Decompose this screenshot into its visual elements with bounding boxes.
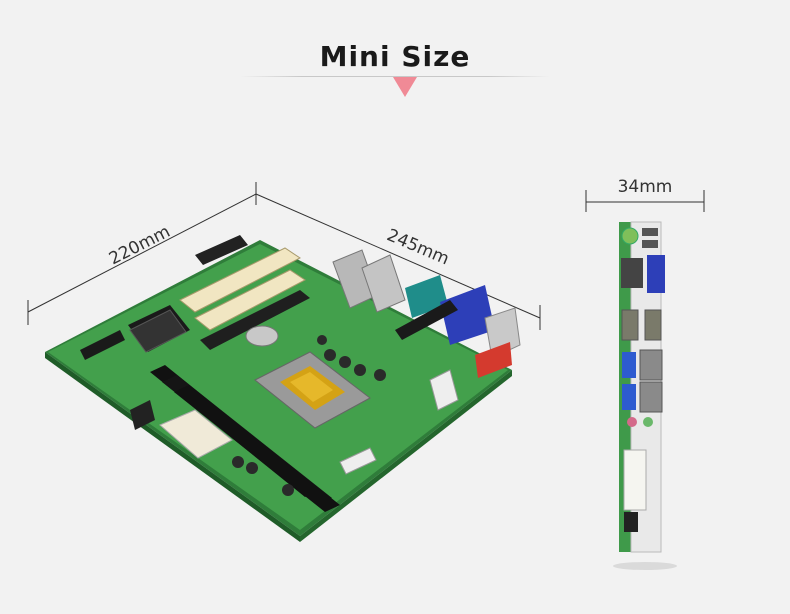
height-dimension — [585, 190, 705, 212]
page-title: Mini Size — [319, 40, 471, 73]
width-label: 245mm — [384, 225, 452, 269]
depth-dimension — [27, 182, 257, 325]
depth-label: 220mm — [106, 222, 174, 270]
title-arrow-icon — [393, 77, 417, 97]
motherboard-image — [45, 235, 521, 542]
height-label: 34mm — [618, 177, 673, 197]
io-panel-image — [613, 221, 677, 570]
title-underline — [240, 76, 550, 77]
width-dimension — [255, 193, 541, 330]
